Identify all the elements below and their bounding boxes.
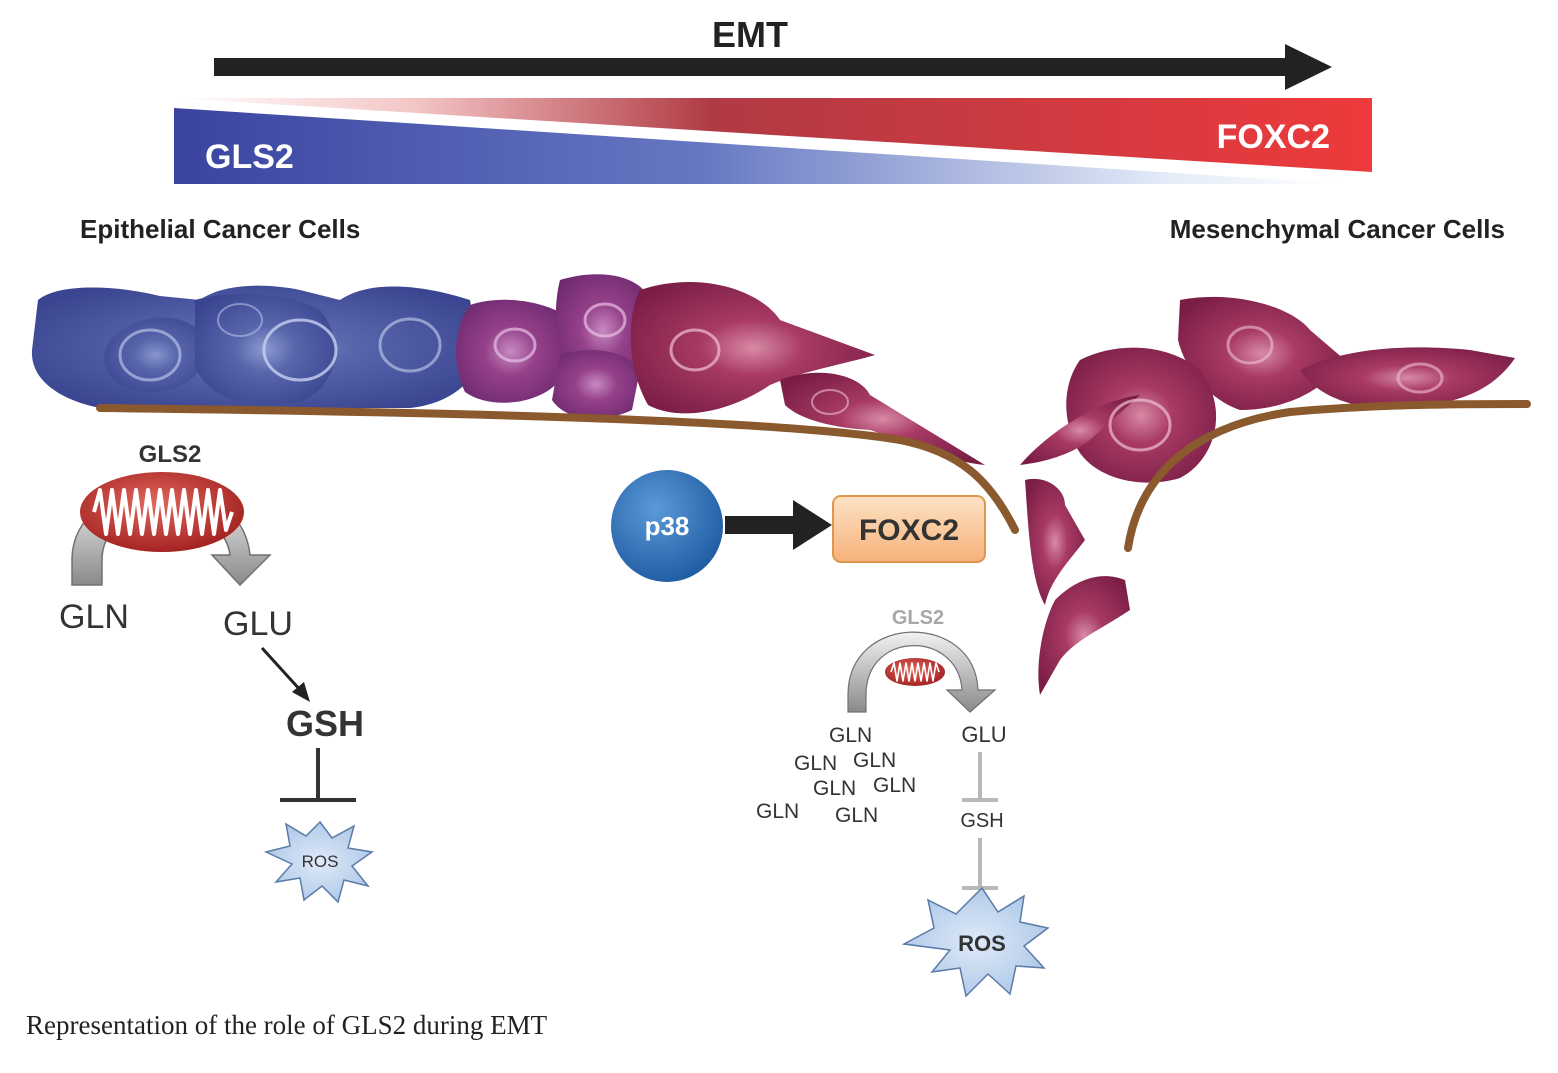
- left-substrate-label: GLN: [59, 598, 129, 636]
- left-enzyme-label: GLS2: [139, 441, 202, 468]
- mesenchymal-cells: [1020, 296, 1515, 483]
- basement-membrane: [96, 400, 1531, 552]
- gln-item: GLN: [756, 800, 799, 823]
- epithelial-label: Epithelial Cancer Cells: [80, 214, 360, 244]
- transitioning-cells: [455, 274, 650, 419]
- glutamine-cloud: GLN GLN GLN GLN GLN GLN GLN: [756, 724, 916, 827]
- figure-caption: Representation of the role of GLS2 durin…: [26, 1010, 548, 1040]
- emt-arrow: [214, 44, 1332, 90]
- gln-item: GLN: [794, 752, 837, 775]
- weak-inhibition-icon: [962, 752, 998, 890]
- glu-to-gsh-arrow: [260, 646, 310, 702]
- gradient-right-label: FOXC2: [1217, 118, 1330, 156]
- right-antioxidant-label: GSH: [960, 810, 1003, 832]
- mesenchymal-label: Mesenchymal Cancer Cells: [1170, 214, 1505, 244]
- left-ros-label: ROS: [302, 852, 339, 871]
- p38-label: p38: [645, 511, 690, 541]
- gln-item: GLN: [873, 774, 916, 797]
- left-product-label: GLU: [223, 605, 293, 643]
- right-conversion-arc: [847, 631, 997, 713]
- gln-item: GLN: [853, 749, 896, 772]
- mitochondrion-icon: [80, 472, 244, 552]
- left-antioxidant-label: GSH: [286, 703, 364, 744]
- foxc2-box: [832, 495, 986, 563]
- right-ros-label: ROS: [958, 931, 1006, 956]
- expression-gradient-bar: [174, 98, 1372, 184]
- gradient-left-label: GLS2: [205, 138, 294, 176]
- inhibition-icon: [280, 748, 356, 802]
- emt-label: EMT: [712, 14, 788, 55]
- small-mitochondrion-icon: [885, 658, 945, 686]
- ros-star-icon: [263, 820, 374, 904]
- gln-item: GLN: [835, 804, 878, 827]
- gln-item: GLN: [813, 777, 856, 800]
- gln-item: GLN: [829, 724, 872, 747]
- migrating-cells: [630, 281, 1130, 695]
- right-enzyme-label: GLS2: [892, 607, 944, 629]
- epithelial-cells: [31, 285, 480, 408]
- p38-node: [611, 470, 723, 582]
- activation-arrow: [725, 500, 832, 550]
- large-ros-star-icon: [901, 886, 1050, 998]
- right-product-label: GLU: [961, 722, 1006, 747]
- foxc2-label: FOXC2: [859, 514, 959, 547]
